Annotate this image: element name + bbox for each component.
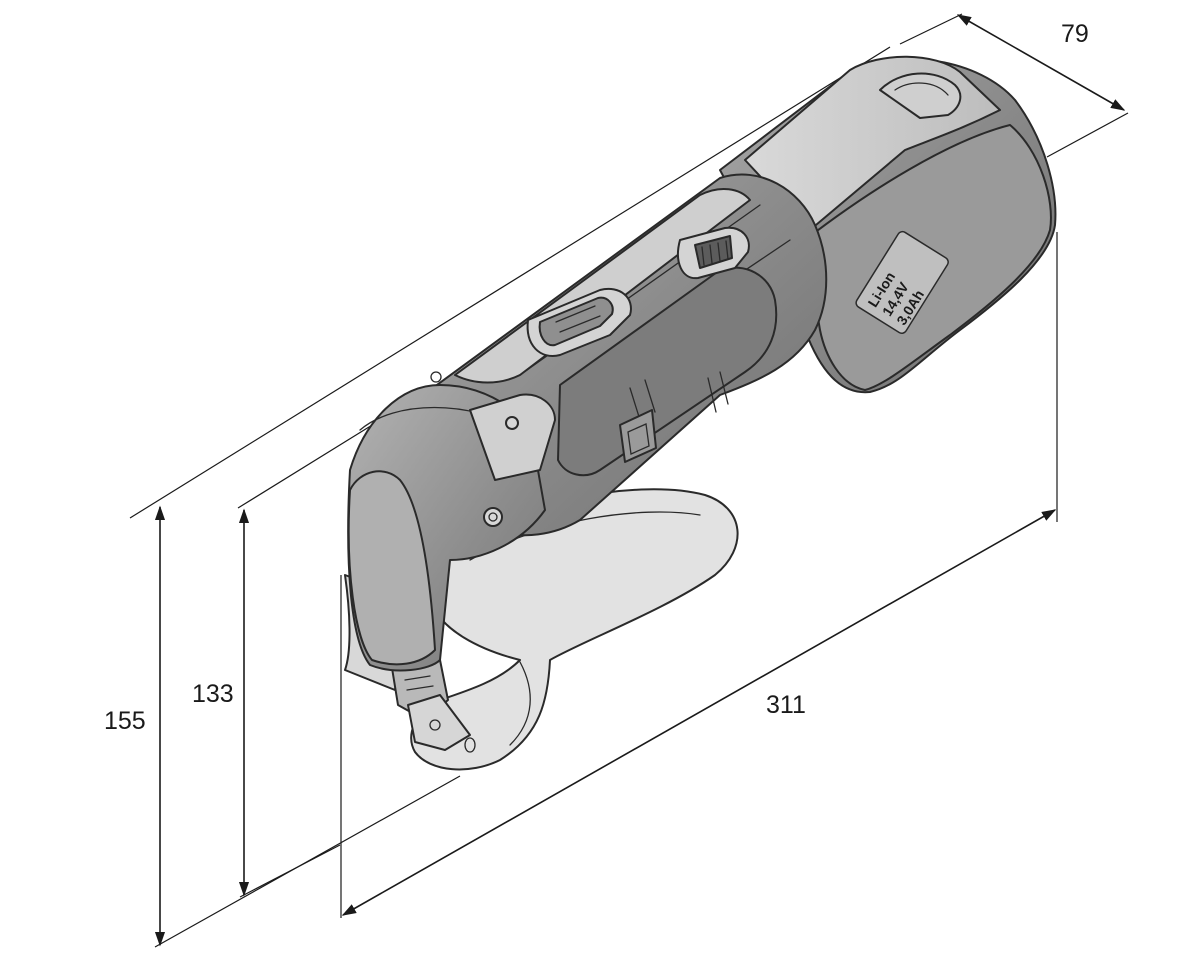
- dim-label-height-total: 155: [104, 707, 146, 735]
- dimension-lines: [154, 14, 1126, 947]
- dim-line-width: [956, 14, 1126, 111]
- brand-logo: [619, 409, 657, 463]
- shear-illustration: Li-Ion 14,4V 3,0Ah: [344, 55, 1057, 771]
- dim-label-width: 79: [1061, 20, 1089, 48]
- extension-lines: [129, 13, 1129, 948]
- dim-line-length: [341, 509, 1057, 916]
- speed-wheel: [677, 226, 750, 280]
- dim-label-length: 311: [766, 691, 806, 719]
- dim-label-height-body: 133: [192, 680, 234, 708]
- gear-head: [347, 371, 556, 672]
- shoe-plate: [410, 488, 739, 771]
- on-off-switch: [526, 287, 632, 357]
